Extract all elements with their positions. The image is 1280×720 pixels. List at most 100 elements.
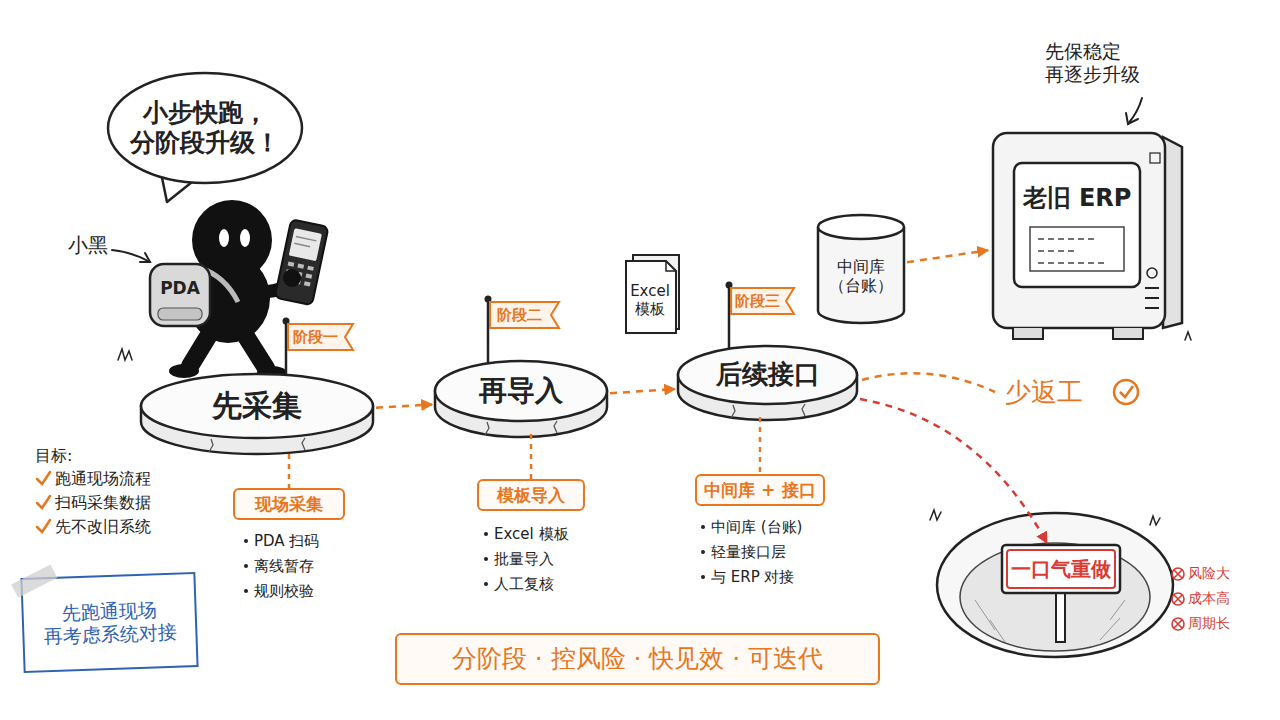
node-label: Excel 模板 [626,282,674,318]
monitor-feet [1013,328,1143,339]
text-area: 中间库 + 接口 [697,476,823,504]
annotation: 扫码采集数据 [55,493,151,512]
text-area: 模板导入 [479,481,583,509]
bullet [484,557,488,561]
check-circle [1114,380,1138,404]
annotation: 中间库 (台账) [711,518,802,536]
text-area: 再导入 [432,358,610,424]
screen-line [294,243,310,246]
monitor-screen [1014,163,1140,287]
device-body [275,219,329,305]
text-area: 后续接口 [675,343,860,407]
text-area: 阶段一 [289,324,341,350]
text-area: 阶段三 [732,288,782,314]
stage-box: 模板导入 [477,479,585,511]
annotation: 离线暂存 [254,557,314,575]
stage-platform: 先采集 [138,370,376,460]
node-outline [988,123,1188,348]
connector [376,404,432,407]
hatching [975,600,1125,642]
bullet [701,525,705,529]
bullet [701,575,705,579]
sign-inner [1007,550,1115,588]
speech-bubble: 小步快跑， 分阶段升级！ [105,70,305,205]
arrow-head [140,253,150,262]
text-area: 分阶段 · 控风险 · 快见效 · 可迭代 [397,635,878,683]
node-label: 小步快跑， 分阶段升级！ [125,98,285,158]
screen-line [296,237,317,241]
annotation: 风险大 [1188,565,1230,582]
hatch [1100,618,1120,640]
hatch [1110,600,1125,620]
key [288,262,295,267]
text-area: 先跑通现场 再考虑系统对接 [25,576,195,669]
annotation: 人工复核 [494,575,554,593]
node-label: 一口气重做 [1011,557,1111,581]
pit [937,513,1173,657]
node-label: 后续接口 [716,359,820,390]
pit-hole [960,543,1150,651]
excel-doc: Excel 模板 [624,255,680,335]
dashed-path [862,373,995,392]
cross-icons [1172,568,1184,630]
grass-tuft [1150,516,1160,525]
pack-body [150,264,210,326]
key [304,281,311,286]
node-label: 阶段三 [735,292,780,310]
hatch [990,620,1005,642]
connector [530,434,533,479]
node-label: 现场采集 [255,494,323,514]
node-label: 先跑通现场 再考虑系统对接 [25,597,193,648]
bullet [244,564,248,568]
node-label: 中间库 （台账） [817,257,905,295]
check-mark [37,472,50,484]
cross [1174,620,1182,628]
node-label: 分阶段 · 控风险 · 快见效 · 可迭代 [452,644,824,674]
text-area: 阶段二 [491,302,547,328]
shoe [169,364,199,378]
cross-circle [1172,568,1184,580]
hatch [975,600,995,630]
platform-crack [209,438,305,452]
node-label: 老旧 ERP [1023,184,1132,213]
hand [283,269,301,287]
eye [240,229,250,247]
cross-circle [1172,593,1184,605]
pit-rim [937,513,1173,657]
text-area: PDA [148,270,212,306]
text-area: 小步快跑， 分阶段升级！ [125,78,285,178]
check-mark [37,496,50,508]
annotation: 目标: [35,446,72,465]
bullet [244,589,248,593]
screen-line [1038,239,1108,263]
monitor-body [993,133,1165,328]
annotation: 成本高 [1188,590,1230,607]
grass-tuft [1185,332,1191,340]
annotation: 少返工 [1005,377,1083,408]
stage-platform: 后续接口 [675,343,860,423]
connector [610,389,675,393]
backpack-tag: PDA [148,262,212,328]
platform-top [141,374,373,438]
flag-cloth [490,302,559,328]
tape [11,564,57,597]
vent [1145,288,1159,308]
node-label: 再导入 [479,374,563,408]
annotation: 批量导入 [494,550,554,568]
pack-pocket [158,308,202,320]
stage-platform: 再导入 [432,358,610,440]
bullet [484,532,488,536]
flag-pole [487,299,490,370]
platform-top [435,361,607,421]
note-paper [21,573,197,672]
annotation: 先不改旧系统 [55,517,151,536]
grass-tuft [118,349,132,360]
text-area: 先采集 [138,370,376,442]
stage-box: 中间库 + 接口 [695,474,825,506]
node-label: 模板导入 [497,485,565,505]
annotation: 小黑 [68,233,108,257]
bullet [244,539,248,543]
annotation: 规则校验 [254,582,314,600]
doc-front [626,261,676,333]
